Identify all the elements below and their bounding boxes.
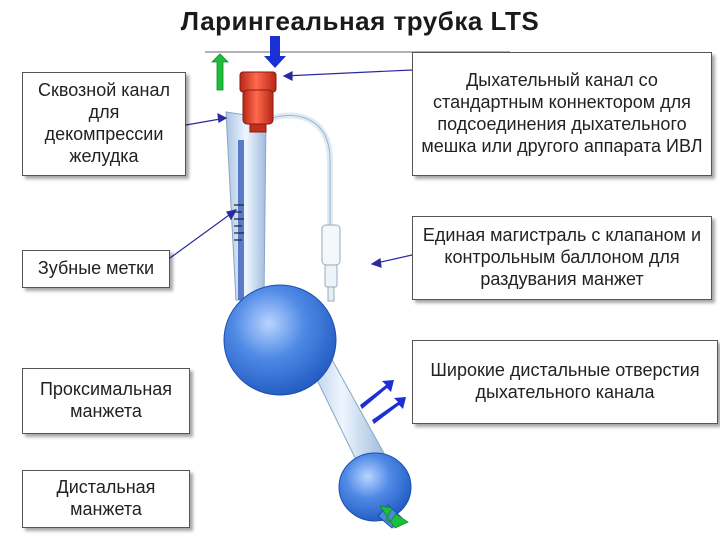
- blue-arrow-top-icon: [264, 36, 286, 68]
- pilot-line: [271, 112, 333, 225]
- page-title: Ларингеальная трубка LTS: [180, 6, 540, 36]
- label-breathing-channel-text: Дыхательный канал со стандартным коннект…: [421, 70, 703, 156]
- label-proximal-cuff-text: Проксимальная манжета: [39, 379, 173, 421]
- proximal-cuff: [223, 284, 337, 396]
- pointer-bite-marks: [169, 209, 237, 259]
- tube-shaft: [225, 111, 267, 301]
- label-distal-cuff-text: Дистальная манжета: [56, 477, 156, 519]
- label-single-line: Единая магистраль с клапаном и контрольн…: [412, 216, 712, 300]
- label-proximal-cuff: Проксимальная манжета: [22, 368, 190, 434]
- distal-cuff: [338, 452, 412, 522]
- label-distal-openings: Широкие дистальные отверстия дыхательног…: [412, 340, 718, 424]
- label-through-channel: Сквозной канал для декомпрессии желудка: [22, 72, 186, 176]
- label-distal-cuff: Дистальная манжета: [22, 470, 190, 528]
- label-breathing-channel: Дыхательный канал со стандартным коннект…: [412, 52, 712, 176]
- label-through-channel-text: Сквозной канал для декомпрессии желудка: [37, 80, 171, 166]
- blue-arrows-openings-icon: [360, 380, 406, 424]
- pointer-breathing-channel: [283, 69, 413, 77]
- connector-icon: [239, 71, 277, 133]
- label-single-line-text: Единая магистраль с клапаном и контрольн…: [422, 225, 702, 289]
- label-distal-openings-text: Широкие дистальные отверстия дыхательног…: [430, 360, 700, 402]
- green-arrow-icon: [211, 53, 229, 91]
- label-bite-marks: Зубные метки: [22, 250, 170, 288]
- valve-icon: [321, 224, 341, 302]
- green-arrow-tip-icon: [379, 505, 409, 529]
- label-bite-marks-text: Зубные метки: [37, 258, 155, 279]
